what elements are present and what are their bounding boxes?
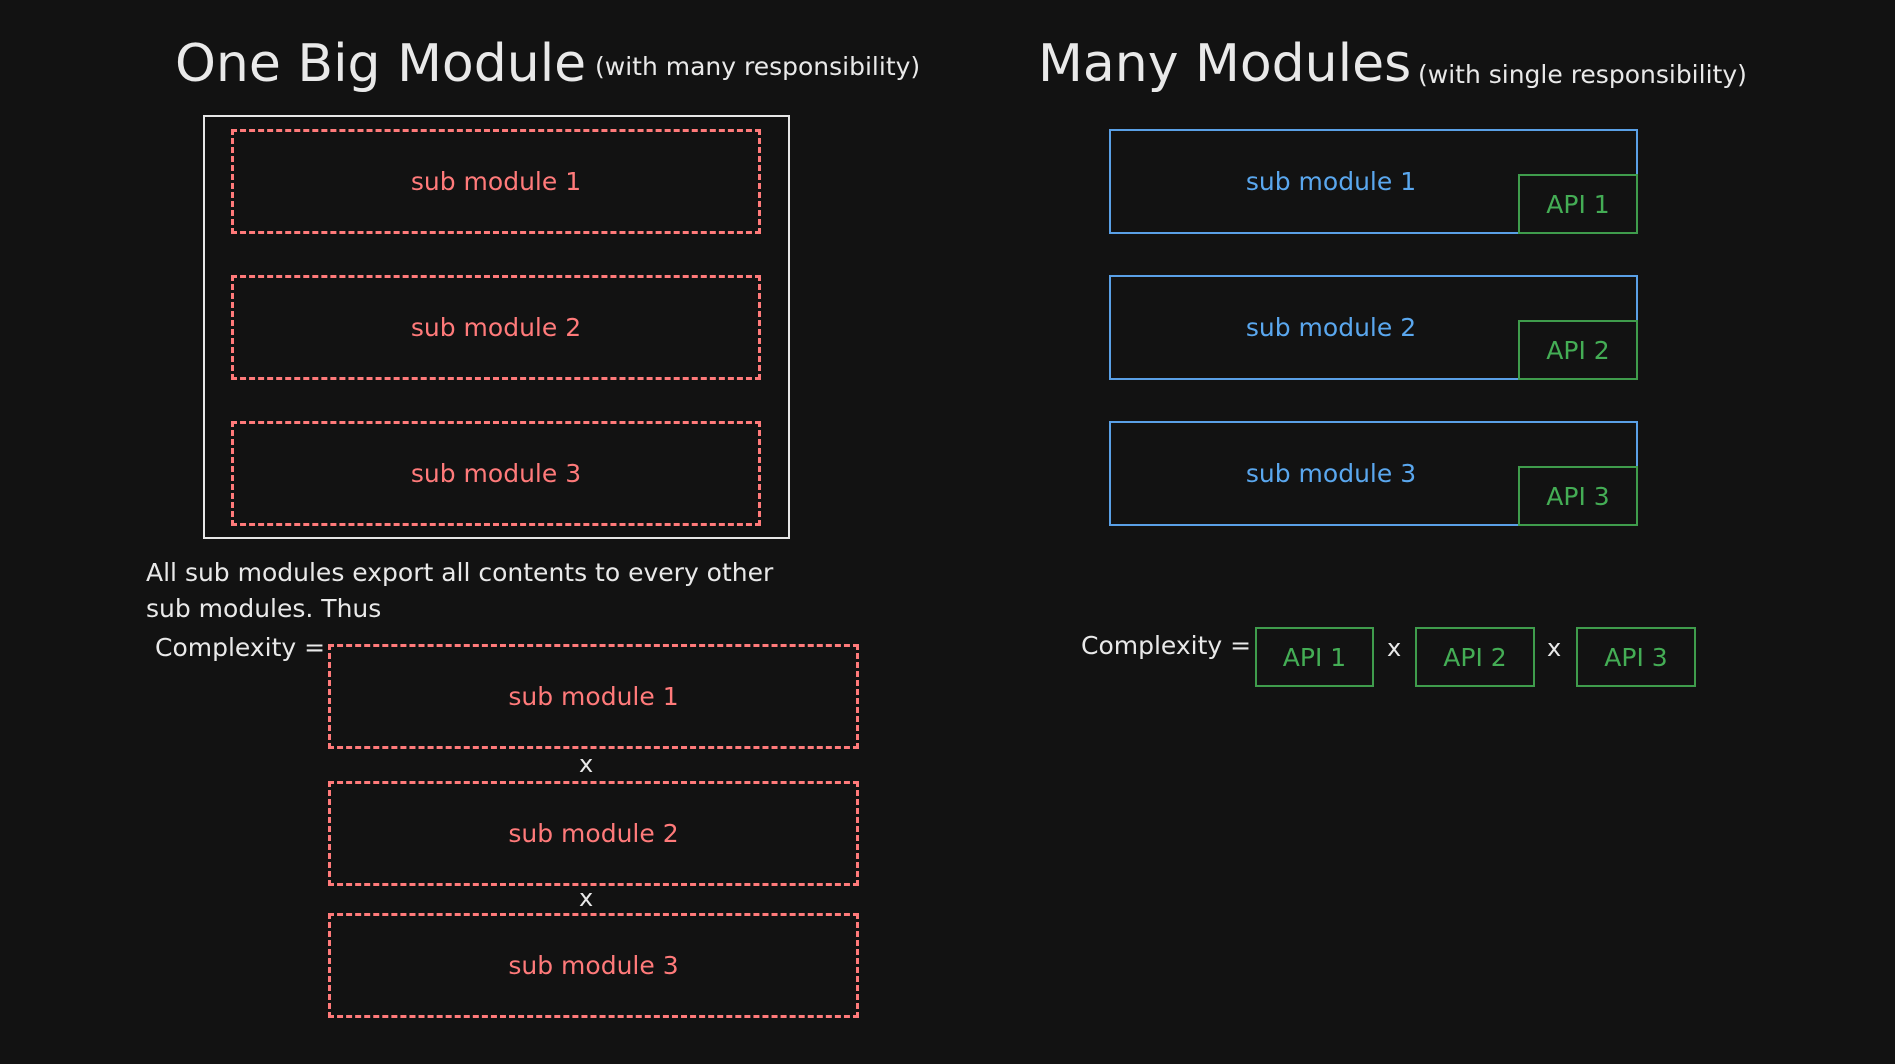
submodule-label: sub module 3: [508, 951, 679, 980]
multiply-operator: x: [579, 750, 594, 778]
complexity-term-submodule-1: sub module 1: [328, 644, 859, 749]
complexity-term-api-1: API 1: [1255, 627, 1374, 687]
multiply-operator: x: [1387, 634, 1402, 662]
module-2-api: API 2: [1518, 320, 1638, 380]
module-label: sub module 3: [1245, 459, 1417, 488]
complexity-term-api-3: API 3: [1576, 627, 1696, 687]
complexity-term-submodule-3: sub module 3: [328, 913, 859, 1018]
submodule-label: sub module 1: [410, 167, 582, 196]
submodule-label: sub module 2: [410, 313, 582, 342]
right-complexity-label: Complexity =: [1081, 631, 1252, 660]
submodule-label: sub module 2: [508, 819, 679, 848]
module-3: sub module 3: [1109, 421, 1638, 526]
big-module-submodule-1: sub module 1: [231, 129, 761, 234]
big-module-submodule-3: sub module 3: [231, 421, 761, 526]
complexity-term-submodule-2: sub module 2: [328, 781, 859, 886]
module-label: sub module 1: [1245, 167, 1417, 196]
left-title: One Big Module: [175, 34, 587, 94]
module-3-api: API 3: [1518, 466, 1638, 526]
module-1-api: API 1: [1518, 174, 1638, 234]
description-line-2: sub modules. Thus: [146, 594, 382, 623]
one-big-module: [203, 115, 790, 539]
multiply-operator: x: [1547, 634, 1562, 662]
right-title: Many Modules: [1038, 34, 1412, 94]
description-line-1: All sub modules export all contents to e…: [146, 558, 774, 587]
left-complexity-label: Complexity =: [155, 633, 326, 662]
complexity-term-api-2: API 2: [1415, 627, 1535, 687]
multiply-operator: x: [579, 884, 594, 912]
right-subtitle: (with single responsibility): [1418, 60, 1747, 89]
module-1: sub module 1: [1109, 129, 1638, 234]
module-label: sub module 2: [1245, 313, 1417, 342]
left-subtitle: (with many responsibility): [595, 52, 921, 81]
big-module-submodule-2: sub module 2: [231, 275, 761, 380]
submodule-label: sub module 1: [508, 682, 679, 711]
submodule-label: sub module 3: [410, 459, 582, 488]
